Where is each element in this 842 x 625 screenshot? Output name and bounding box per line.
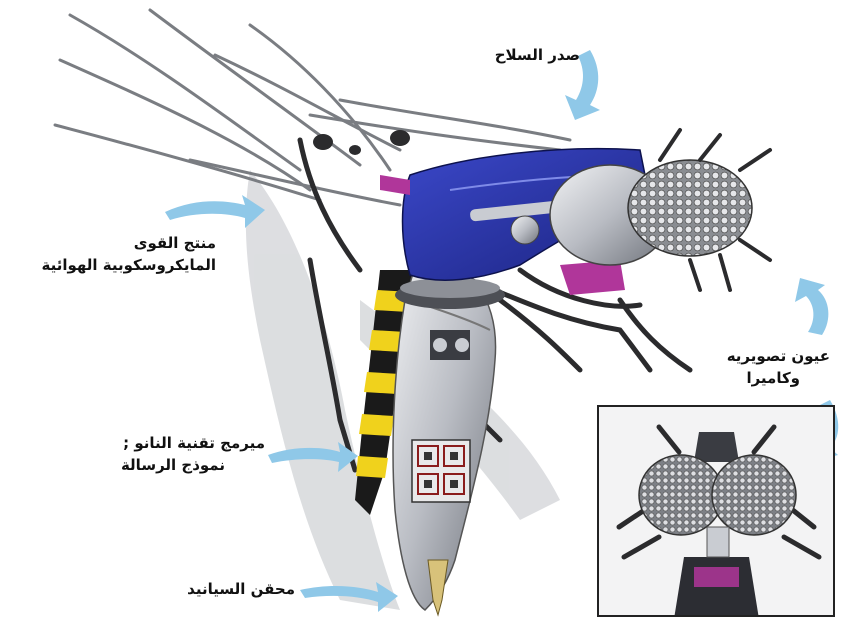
sensor-nodes <box>313 130 410 155</box>
inset-right-eye <box>712 455 796 535</box>
label-nano-programmer: ميرمج تقنية النانو ; نموذج الرسالة <box>60 432 265 476</box>
label-camera-eyes-line1: عيون تصويريه <box>690 345 830 367</box>
label-power-generator-line1: منتج القوى <box>6 232 216 254</box>
label-camera-eyes-line2: وكاميرا <box>690 367 830 389</box>
label-nano-programmer-line2: نموذج الرسالة <box>60 454 265 476</box>
label-sample-injector: محقن السيانيد <box>170 578 295 600</box>
label-nano-programmer-line1: ميرمج تقنية النانو ; <box>60 432 265 454</box>
label-power-generator: منتج القوى المايكروسكوبية الهوائية <box>6 232 216 276</box>
compound-eye <box>628 160 752 256</box>
eye-closeup-illustration <box>599 407 835 617</box>
arrow-camera-eyes-top <box>795 278 828 335</box>
eye-closeup-inset <box>597 405 835 617</box>
nano-chip-panel <box>412 440 470 502</box>
inset-left-eye <box>639 455 723 535</box>
label-power-generator-line2: المايكروسكوبية الهوائية <box>6 254 216 276</box>
label-armor-chest: صدر السلاح <box>450 44 580 66</box>
label-camera-eyes: عيون تصويريه وكاميرا <box>690 345 830 389</box>
